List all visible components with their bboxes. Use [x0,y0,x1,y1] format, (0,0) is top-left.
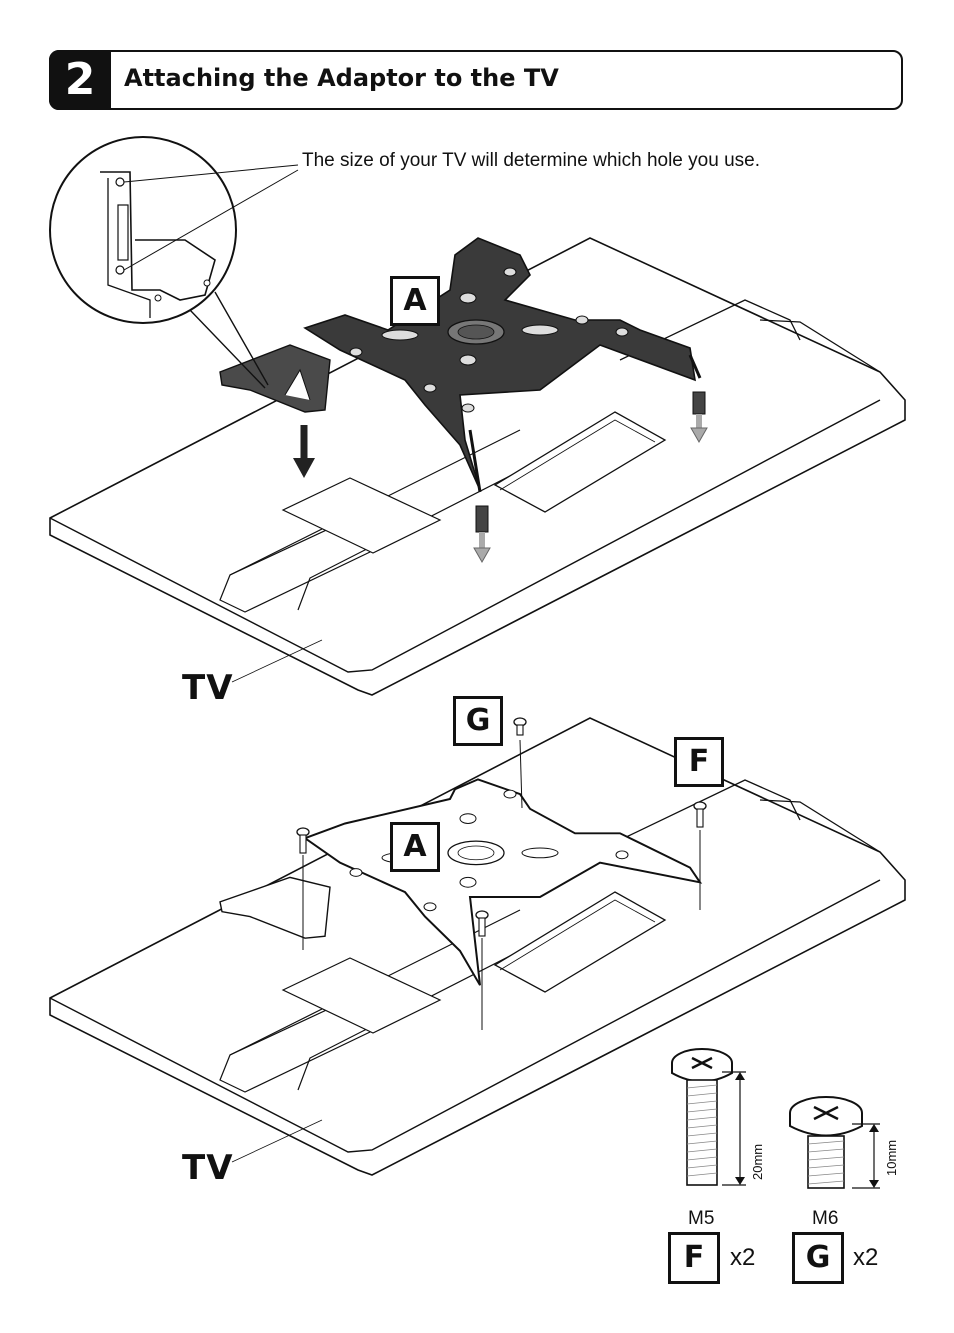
hole-size-note: The size of your TV will determine which… [302,150,760,171]
screw-f-drawing [671,1048,746,1186]
adaptor-label-bottom: A [390,822,440,872]
screw-f-length: 20mm [750,1143,765,1180]
adaptor-label-top: A [390,276,440,326]
screw-g-label-illustration: G [453,696,503,746]
step-title: Attaching the Adaptor to the TV [124,64,559,92]
tv-label-bottom: TV [182,1148,234,1188]
screw-g-qty: x2 [853,1244,879,1271]
screw-g-drawing [789,1096,880,1189]
step-header: 2 Attaching the Adaptor to the TV [49,50,903,110]
screw-f-qty: x2 [730,1244,756,1271]
screw-g-length: 10mm [884,1139,899,1176]
screw-f-label-illustration: F [674,737,724,787]
screw-f-thread: M5 [688,1208,715,1229]
screw-g-thread: M6 [812,1208,839,1229]
tv-label-top: TV [182,668,234,708]
screw-f-label: F [668,1232,720,1284]
step-number: 2 [49,50,111,110]
screw-g-label: G [792,1232,844,1284]
